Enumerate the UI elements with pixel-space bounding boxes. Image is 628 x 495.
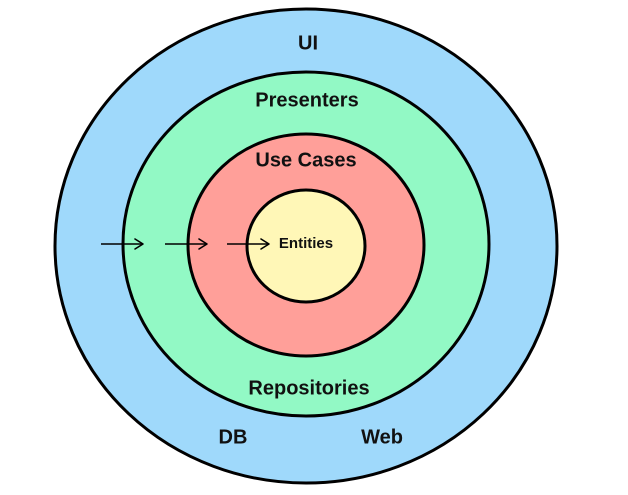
- entities-ring: [245, 188, 367, 304]
- db-label: DB: [219, 426, 248, 448]
- ui-label: UI: [298, 32, 318, 54]
- arrowhead-icon: [134, 238, 144, 250]
- dependency-arrows: [101, 238, 270, 250]
- presenters-label: Presenters: [255, 89, 358, 111]
- use-cases-label: Use Cases: [255, 149, 356, 171]
- repositories-label: Repositories: [248, 377, 369, 399]
- arrowhead-icon: [198, 238, 208, 250]
- entities-label: Entities: [279, 235, 333, 252]
- web-label: Web: [361, 426, 403, 448]
- arrowhead-icon: [260, 238, 270, 250]
